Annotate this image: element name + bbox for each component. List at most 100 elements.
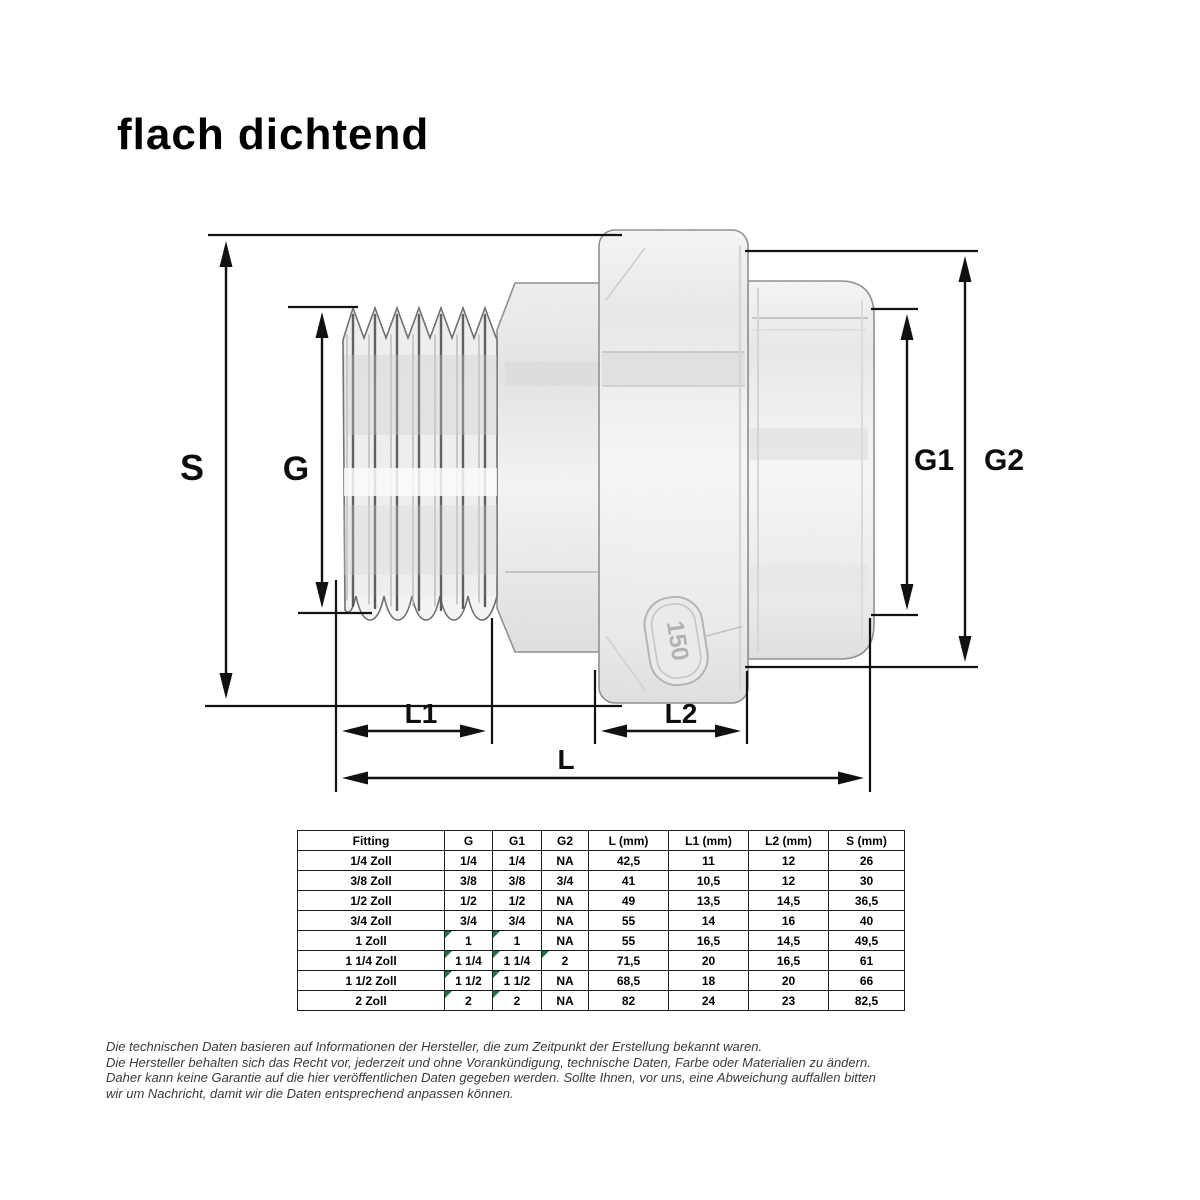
dimension-s-label: S — [180, 447, 204, 488]
fitting-size-cell: 1 1/2 Zoll — [297, 970, 445, 991]
extension-lines — [205, 233, 978, 792]
table-header-cell: L1 (mm) — [668, 830, 749, 851]
table-cell: 16,5 — [748, 950, 829, 971]
dimension-g2-label: G2 — [984, 444, 1024, 477]
fitting-size-cell: 3/4 Zoll — [297, 910, 445, 931]
table-cell: 3/4 — [492, 910, 542, 931]
table-cell: 1 — [492, 930, 542, 951]
table-cell: 24 — [668, 990, 749, 1011]
dimension-g1: G1 — [900, 314, 954, 610]
table-cell: 36,5 — [828, 890, 905, 911]
table-cell: 66 — [828, 970, 905, 991]
table-cell: 2 — [444, 990, 493, 1011]
table-cell: NA — [541, 890, 589, 911]
table-cell: 68,5 — [588, 970, 669, 991]
table-cell: 1/4 — [492, 850, 542, 871]
table-cell: 1 1/4 — [444, 950, 493, 971]
table-cell: 10,5 — [668, 870, 749, 891]
fitting-size-cell: 1/2 Zoll — [297, 890, 445, 911]
table-cell: 1/4 — [444, 850, 493, 871]
table-cell: 3/8 — [492, 870, 542, 891]
dimension-g2: G2 — [958, 256, 1024, 662]
table-cell: 14 — [668, 910, 749, 931]
table-cell: 2 — [541, 950, 589, 971]
fitting-size-cell: 3/8 Zoll — [297, 870, 445, 891]
table-cell: 20 — [748, 970, 829, 991]
table-cell: 20 — [668, 950, 749, 971]
dimension-g: G — [283, 312, 329, 608]
table-cell: 14,5 — [748, 890, 829, 911]
dimension-l2-label: L2 — [665, 698, 698, 729]
table-cell: 11 — [668, 850, 749, 871]
table-cell: NA — [541, 910, 589, 931]
disclaimer-line: wir um Nachricht, damit wir die Daten en… — [106, 1085, 514, 1101]
table-cell: 1 1/4 — [492, 950, 542, 971]
table-cell: 18 — [668, 970, 749, 991]
disclaimer-line: Die Hersteller behalten sich das Recht v… — [106, 1054, 871, 1070]
dimension-l1-label: L1 — [405, 698, 438, 729]
table-cell: 61 — [828, 950, 905, 971]
metal-texture — [343, 230, 874, 703]
table-header-cell: L2 (mm) — [748, 830, 829, 851]
table-header-cell: G2 — [541, 830, 589, 851]
fitting-body: 150 — [342, 229, 875, 704]
table-cell: 55 — [588, 930, 669, 951]
table-cell: 12 — [748, 870, 829, 891]
table-cell: 30 — [828, 870, 905, 891]
disclaimer-line: Die technischen Daten basieren auf Infor… — [106, 1039, 763, 1054]
table-cell: 16,5 — [668, 930, 749, 951]
dimension-g-label: G — [283, 450, 309, 488]
table-cell: 3/4 — [541, 870, 589, 891]
table-cell: 16 — [748, 910, 829, 931]
table-cell: 1/2 — [492, 890, 542, 911]
table-cell: 1/2 — [444, 890, 493, 911]
dimension-g1-label: G1 — [914, 444, 954, 477]
dimension-l2: L2 — [601, 698, 741, 738]
dimension-l1: L1 — [342, 698, 486, 738]
table-cell: NA — [541, 970, 589, 991]
table-cell: 41 — [588, 870, 669, 891]
dimension-s: S — [180, 241, 233, 699]
page-title: flach dichtend — [117, 110, 430, 159]
table-header-cell: G — [444, 830, 493, 851]
table-cell: NA — [541, 990, 589, 1011]
fitting-size-cell: 2 Zoll — [297, 990, 445, 1011]
table-cell: 3/8 — [444, 870, 493, 891]
table-cell: NA — [541, 930, 589, 951]
table-cell: 82,5 — [828, 990, 905, 1011]
table-cell: 40 — [828, 910, 905, 931]
table-cell: 49,5 — [828, 930, 905, 951]
table-cell: 1 — [444, 930, 493, 951]
fitting-size-cell: 1 Zoll — [297, 930, 445, 951]
fitting-diagram-svg: 150 — [180, 229, 1024, 792]
table-cell: 14,5 — [748, 930, 829, 951]
table-cell: 1 1/2 — [444, 970, 493, 991]
table-cell: 26 — [828, 850, 905, 871]
disclaimer-text: Die technischen Daten basieren auf Infor… — [106, 1039, 926, 1101]
table-cell: 42,5 — [588, 850, 669, 871]
table-cell: 2 — [492, 990, 542, 1011]
table-header-cell: Fitting — [297, 830, 445, 851]
table-cell: NA — [541, 850, 589, 871]
table-cell: 71,5 — [588, 950, 669, 971]
disclaimer-line: Daher kann keine Garantie auf die hier v… — [106, 1070, 876, 1086]
fitting-diagram: 150 — [180, 229, 1024, 792]
table-header-cell: L (mm) — [588, 830, 669, 851]
table-cell: 12 — [748, 850, 829, 871]
dimension-l-label: L — [557, 744, 574, 775]
table-cell: 49 — [588, 890, 669, 911]
table-cell: 13,5 — [668, 890, 749, 911]
table-cell: 82 — [588, 990, 669, 1011]
fitting-size-cell: 1 1/4 Zoll — [297, 950, 445, 971]
